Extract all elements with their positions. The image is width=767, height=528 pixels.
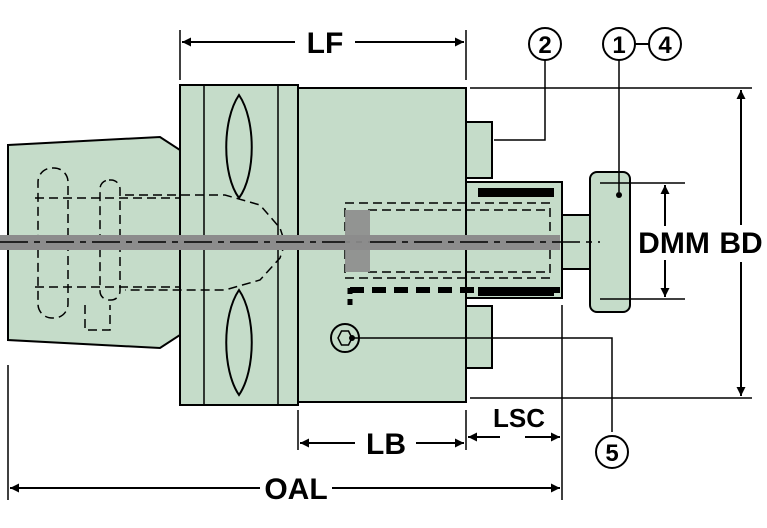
dmm-label: DMM — [638, 227, 710, 260]
drive-slot-top — [225, 93, 253, 200]
drive-key-top — [465, 121, 493, 179]
dimension-lines — [10, 37, 746, 493]
drive-slot-bottom — [225, 288, 253, 397]
drive-key-bottom — [465, 305, 493, 369]
lf-label: LF — [307, 27, 344, 60]
extension-lines — [7, 30, 752, 500]
callout-2: 2 — [528, 27, 562, 61]
bd-label: BD — [719, 227, 762, 260]
sleeve-band-top — [478, 188, 554, 197]
leader-lines — [352, 60, 620, 432]
lsc-label: LSC — [493, 403, 545, 433]
callout-5: 5 — [595, 435, 629, 469]
callout-1: 1 — [602, 27, 636, 61]
callout-2-label: 2 — [538, 32, 551, 59]
callout-1-label: 1 — [612, 32, 625, 59]
clamp-nut — [589, 171, 631, 313]
callout-4-label: 4 — [658, 32, 672, 59]
lb-label: LB — [366, 428, 406, 461]
oal-label: OAL — [264, 473, 327, 506]
callout-5-label: 5 — [605, 440, 618, 467]
callout-4: 4 — [648, 27, 682, 61]
